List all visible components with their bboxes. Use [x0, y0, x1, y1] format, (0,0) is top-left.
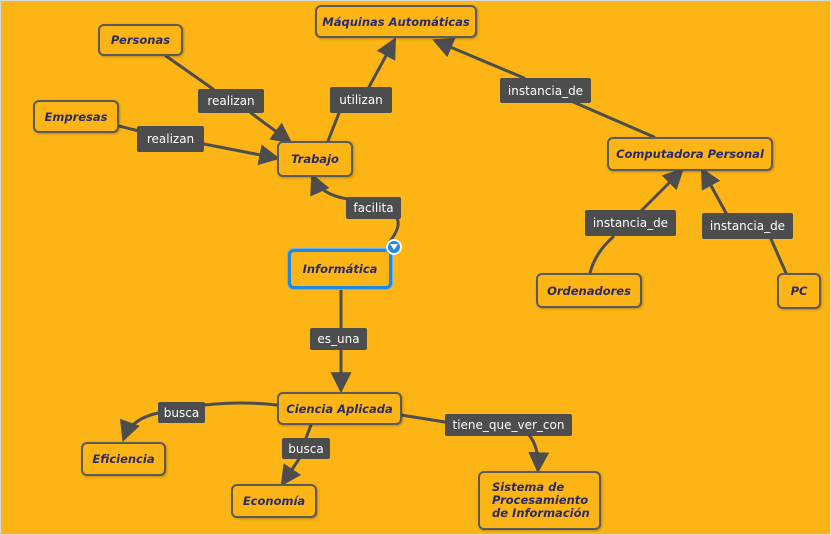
concept-eficiencia[interactable]: Eficiencia [81, 442, 166, 476]
link-label-instancia-de[interactable]: instancia_de [702, 213, 793, 239]
edge-utilizan-maquinas [367, 37, 397, 89]
link-text: es_una [317, 332, 360, 346]
link-text: realizan [207, 94, 255, 108]
link-label-realizan[interactable]: realizan [198, 89, 264, 113]
concept-label: Economía [242, 494, 306, 508]
concept-ciencia-aplicada[interactable]: Ciencia Aplicada [277, 392, 402, 425]
edge-instancia-computadora-1 [639, 168, 684, 213]
concept-label: Ordenadores [547, 283, 631, 298]
edge-personas-realizan [164, 54, 215, 91]
edge-empresas-realizan [117, 124, 141, 133]
edge-busca-eficiencia [119, 411, 160, 442]
link-label-tiene-que-ver-con[interactable]: tiene_que_ver_con [445, 414, 572, 436]
link-text: facilita [353, 201, 394, 215]
link-label-facilita[interactable]: facilita [346, 197, 401, 219]
chevron-down-icon [390, 244, 398, 250]
concept-label: Eficiencia [92, 452, 155, 466]
edge-computadora-instancia [569, 99, 656, 139]
edge-realizan-trabajo-1 [249, 111, 293, 144]
edge-facilita-trabajo [310, 173, 350, 201]
link-text: realizan [146, 132, 195, 146]
concept-maquinas-automaticas[interactable]: Máquinas Automáticas [315, 5, 477, 38]
link-drag-handle[interactable] [386, 239, 402, 255]
concept-sistema-procesamiento[interactable]: Sistema de Procesamiento de Información [478, 471, 601, 530]
edge-realizan-trabajo-2 [202, 142, 281, 166]
concept-label: Máquinas Automáticas [322, 14, 470, 29]
concept-personas[interactable]: Personas [98, 24, 183, 56]
link-label-busca[interactable]: busca [158, 402, 205, 423]
concept-label: Empresas [44, 109, 108, 124]
concept-economia[interactable]: Economía [231, 484, 317, 518]
concept-computadora-personal[interactable]: Computadora Personal [607, 137, 773, 171]
concept-informatica[interactable]: Informática [288, 249, 392, 289]
link-text: utilizan [339, 93, 383, 107]
link-label-instancia-de[interactable]: instancia_de [585, 210, 676, 236]
link-label-utilizan[interactable]: utilizan [330, 87, 392, 113]
link-text: instancia_de [592, 216, 669, 230]
concept-label: Personas [110, 33, 171, 47]
link-text: instancia_de [709, 219, 786, 233]
link-label-busca[interactable]: busca [282, 438, 330, 459]
edge-instancia-maquinas [432, 37, 526, 80]
concept-label: Ciencia Aplicada [286, 401, 393, 416]
concept-empresas[interactable]: Empresas [33, 100, 119, 133]
edge-instancia-computadora-2 [700, 167, 728, 215]
link-label-es-una[interactable]: es_una [310, 328, 367, 350]
edge-pc-instancia [769, 237, 788, 275]
edge-ciencia-tiene [399, 413, 447, 424]
link-text: busca [288, 441, 324, 456]
concept-label: PC [790, 284, 808, 298]
concept-label: Sistema de Procesamiento de Información [492, 480, 590, 520]
concept-label: Trabajo [291, 152, 339, 166]
edge-ciencia-busca-2 [304, 423, 313, 440]
link-text: tiene_que_ver_con [452, 418, 565, 432]
concept-label: Computadora Personal [616, 147, 764, 161]
concept-trabajo[interactable]: Trabajo [277, 141, 353, 177]
link-text: busca [163, 405, 200, 420]
edge-trabajo-utilizan [326, 111, 341, 143]
edge-ciencia-busca [203, 401, 279, 407]
edge-ordenadores-instancia [588, 235, 615, 275]
link-text: instancia_de [507, 83, 584, 98]
concept-label: Informática [302, 262, 378, 276]
edge-busca-economia [280, 457, 302, 487]
edge-tiene-sistema [527, 433, 550, 474]
concept-ordenadores[interactable]: Ordenadores [536, 273, 642, 308]
link-label-realizan[interactable]: realizan [137, 126, 204, 152]
link-label-instancia-de[interactable]: instancia_de [500, 78, 591, 103]
concept-pc[interactable]: PC [777, 273, 821, 309]
